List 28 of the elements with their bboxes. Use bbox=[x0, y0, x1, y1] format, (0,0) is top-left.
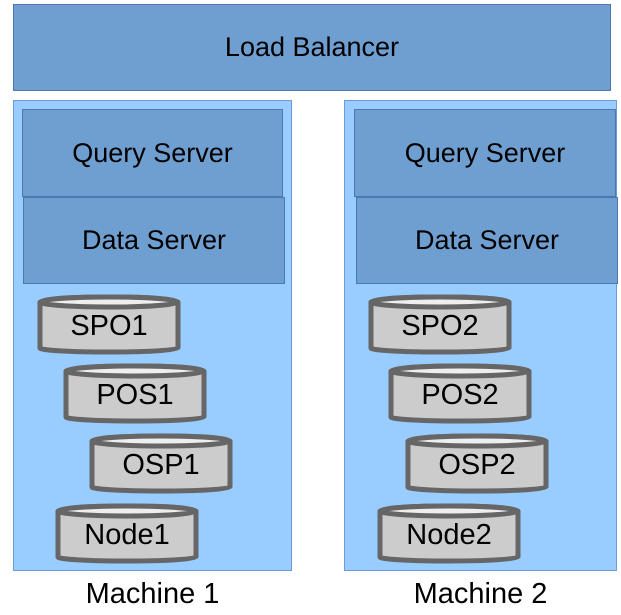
database-cylinder bbox=[388, 363, 532, 422]
band-label: Query Server bbox=[72, 138, 233, 168]
server-band bbox=[354, 109, 616, 197]
server-band bbox=[23, 197, 285, 284]
database-cylinder bbox=[89, 433, 233, 492]
cylinder-label: SPO1 bbox=[70, 309, 148, 343]
band-label: Data Server bbox=[82, 225, 226, 256]
database-cylinder bbox=[405, 433, 549, 492]
database-cylinder bbox=[377, 503, 521, 562]
cylinder-label: Node1 bbox=[84, 518, 170, 552]
machine-label: Machine 2 bbox=[412, 578, 548, 611]
database-cylinder bbox=[37, 294, 181, 353]
cylinder-label: Node2 bbox=[406, 518, 492, 552]
database-cylinder bbox=[368, 294, 512, 353]
machine-label: Machine 1 bbox=[84, 578, 220, 611]
band-label: Data Server bbox=[414, 225, 560, 256]
cylinder-label: OSP2 bbox=[438, 448, 516, 482]
server-band bbox=[22, 109, 283, 197]
cylinder-label: OSP1 bbox=[122, 448, 200, 482]
database-cylinder bbox=[63, 363, 207, 422]
cylinder-label: POS1 bbox=[96, 378, 174, 412]
cylinder-label: SPO2 bbox=[401, 309, 479, 343]
server-band bbox=[356, 197, 618, 284]
server-band bbox=[13, 4, 611, 91]
database-cylinder bbox=[55, 503, 199, 562]
cylinder-label: POS2 bbox=[421, 378, 499, 412]
band-label: Query Server bbox=[404, 138, 566, 168]
band-label: Load Balancer bbox=[224, 32, 400, 63]
